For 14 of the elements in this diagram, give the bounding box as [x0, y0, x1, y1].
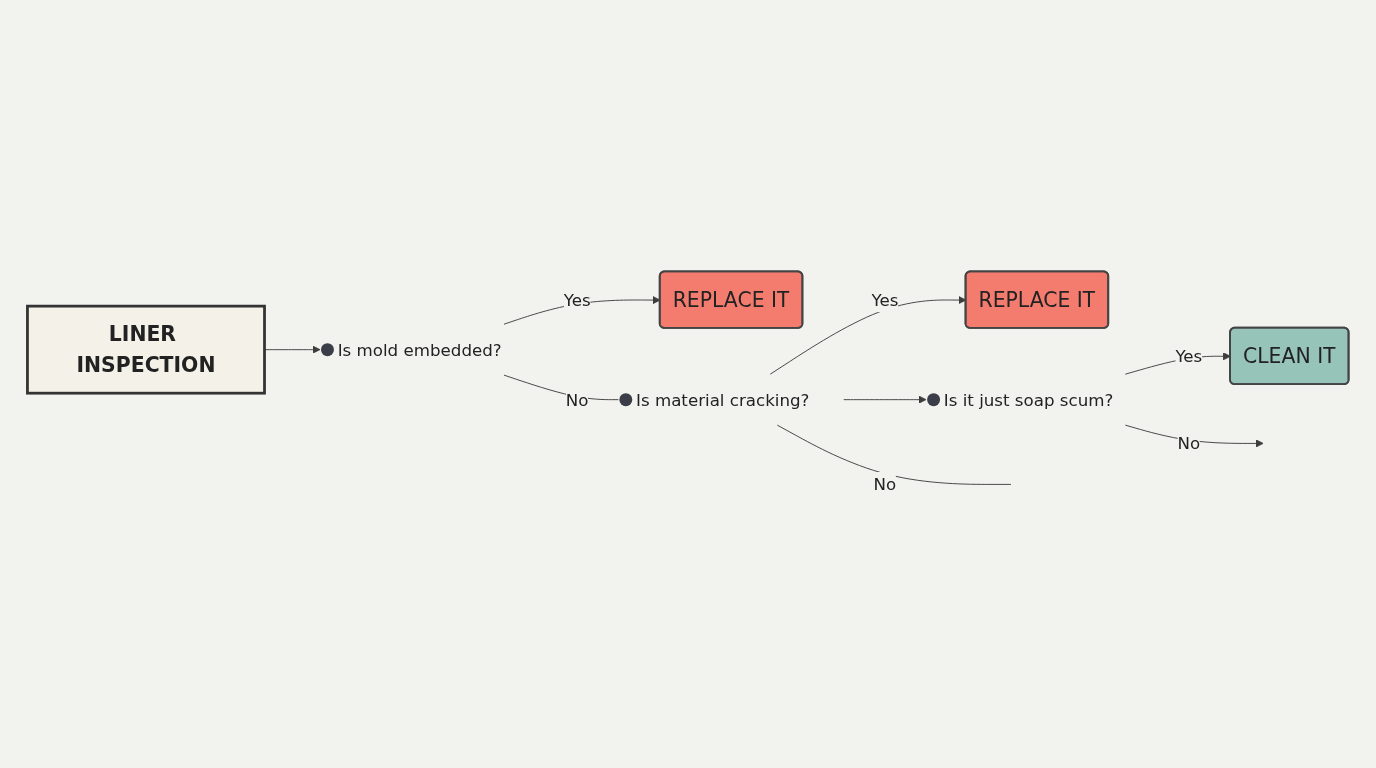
action-box: REPLACE IT [658, 270, 804, 329]
decision-point: Is material cracking? [619, 389, 810, 409]
edge-label: No [565, 389, 589, 409]
process-box: LINER INSPECTION [26, 304, 266, 395]
decision-point: Is it just soap scum? [927, 389, 1114, 409]
edge-label: No [1177, 433, 1201, 453]
edge-label: Yes [871, 289, 899, 309]
action-box: CLEAN IT [1229, 326, 1350, 385]
edge-label: Yes [1175, 345, 1203, 366]
decision-point: Is mold embedded? [321, 339, 502, 359]
connector [776, 424, 1012, 485]
action-box: REPLACE IT [964, 270, 1110, 329]
edge-label: Yes [563, 289, 591, 309]
edge-label: No [873, 474, 897, 494]
